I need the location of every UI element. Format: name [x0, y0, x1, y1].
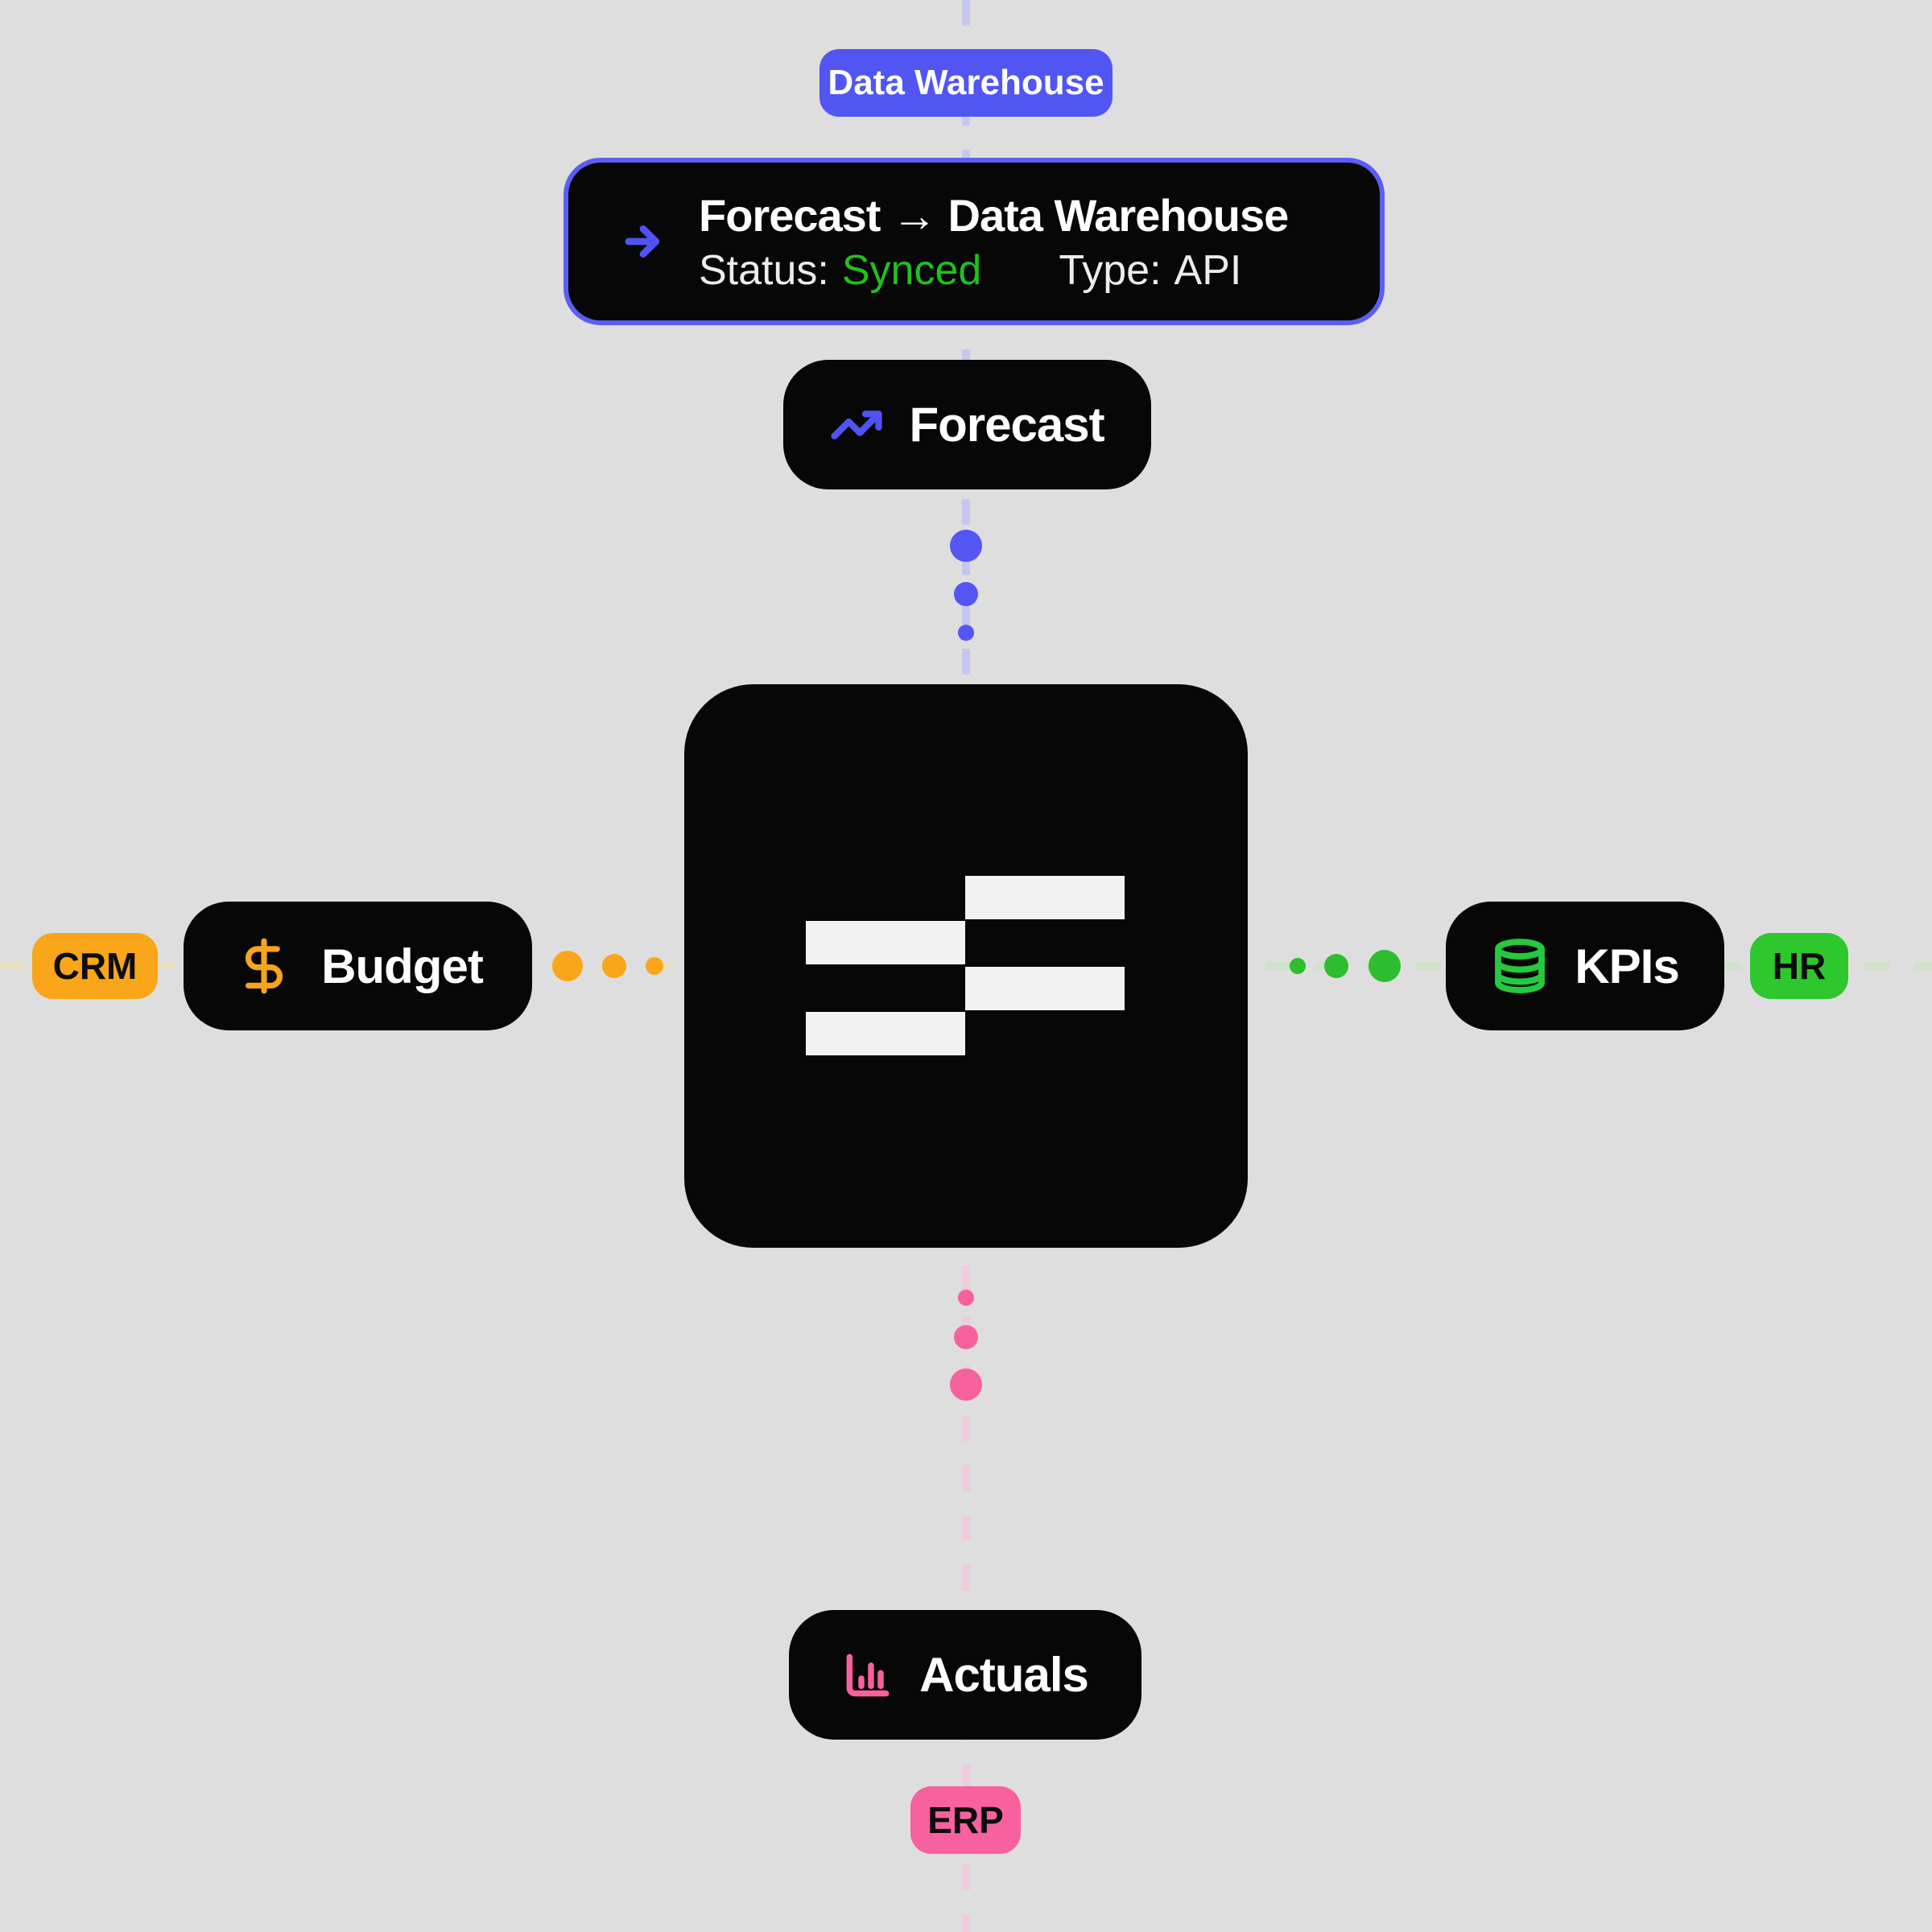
type-row: Type: API	[1059, 246, 1241, 295]
flow-dot-right	[1324, 954, 1348, 978]
flow-dot-bottom	[950, 1368, 982, 1401]
flow-dot-left	[602, 954, 626, 978]
source-badge-erp-label: ERP	[927, 1799, 1004, 1841]
tooltip-meta: Status: Synced Type: API	[699, 246, 1288, 295]
status-value: Synced	[841, 246, 982, 294]
flow-dot-top	[954, 582, 978, 606]
logo-bar	[965, 967, 1125, 1010]
tooltip-text: Forecast → Data Warehouse Status: Synced…	[699, 189, 1289, 295]
flow-dot-left	[552, 951, 583, 981]
dashed-line-bottom	[962, 966, 970, 1932]
arrow-right-icon	[620, 218, 667, 265]
node-budget[interactable]: Budget	[184, 902, 532, 1030]
node-actuals-label: Actuals	[919, 1648, 1089, 1702]
data-warehouse-badge[interactable]: Data Warehouse	[819, 49, 1113, 117]
logo-bar	[806, 921, 965, 964]
flow-dot-right	[1290, 958, 1306, 974]
database-icon	[1491, 937, 1549, 995]
flow-dot-left	[646, 957, 663, 975]
type-label: Type:	[1059, 246, 1162, 294]
source-badge-crm[interactable]: CRM	[32, 933, 158, 999]
source-badge-crm-label: CRM	[52, 945, 138, 987]
flow-dot-top	[958, 625, 974, 641]
data-warehouse-badge-label: Data Warehouse	[828, 63, 1104, 102]
flow-dot-right	[1368, 950, 1401, 982]
node-kpis[interactable]: KPIs	[1446, 902, 1724, 1030]
node-budget-label: Budget	[321, 939, 484, 993]
flow-dot-bottom	[958, 1290, 974, 1306]
bar-chart-icon	[842, 1649, 894, 1701]
connection-tooltip: Forecast → Data Warehouse Status: Synced…	[564, 158, 1385, 325]
type-value: API	[1174, 246, 1242, 294]
source-badge-erp[interactable]: ERP	[910, 1786, 1021, 1854]
status-label: Status:	[699, 246, 829, 294]
tooltip-title: Forecast → Data Warehouse	[699, 189, 1289, 241]
logo-bar	[806, 1012, 965, 1055]
node-forecast[interactable]: Forecast	[783, 360, 1151, 489]
status-row: Status: Synced	[699, 246, 981, 295]
node-kpis-label: KPIs	[1575, 939, 1679, 993]
node-actuals[interactable]: Actuals	[789, 1610, 1141, 1740]
flow-dot-bottom	[954, 1325, 978, 1349]
logo-bar	[965, 876, 1125, 919]
dollar-sign-icon	[233, 935, 295, 997]
trending-up-icon	[830, 398, 883, 452]
source-badge-hr-label: HR	[1772, 945, 1827, 987]
node-forecast-label: Forecast	[909, 398, 1104, 452]
source-badge-hr[interactable]: HR	[1750, 933, 1848, 999]
hub-node[interactable]	[684, 684, 1248, 1248]
flow-dot-top	[950, 530, 982, 562]
